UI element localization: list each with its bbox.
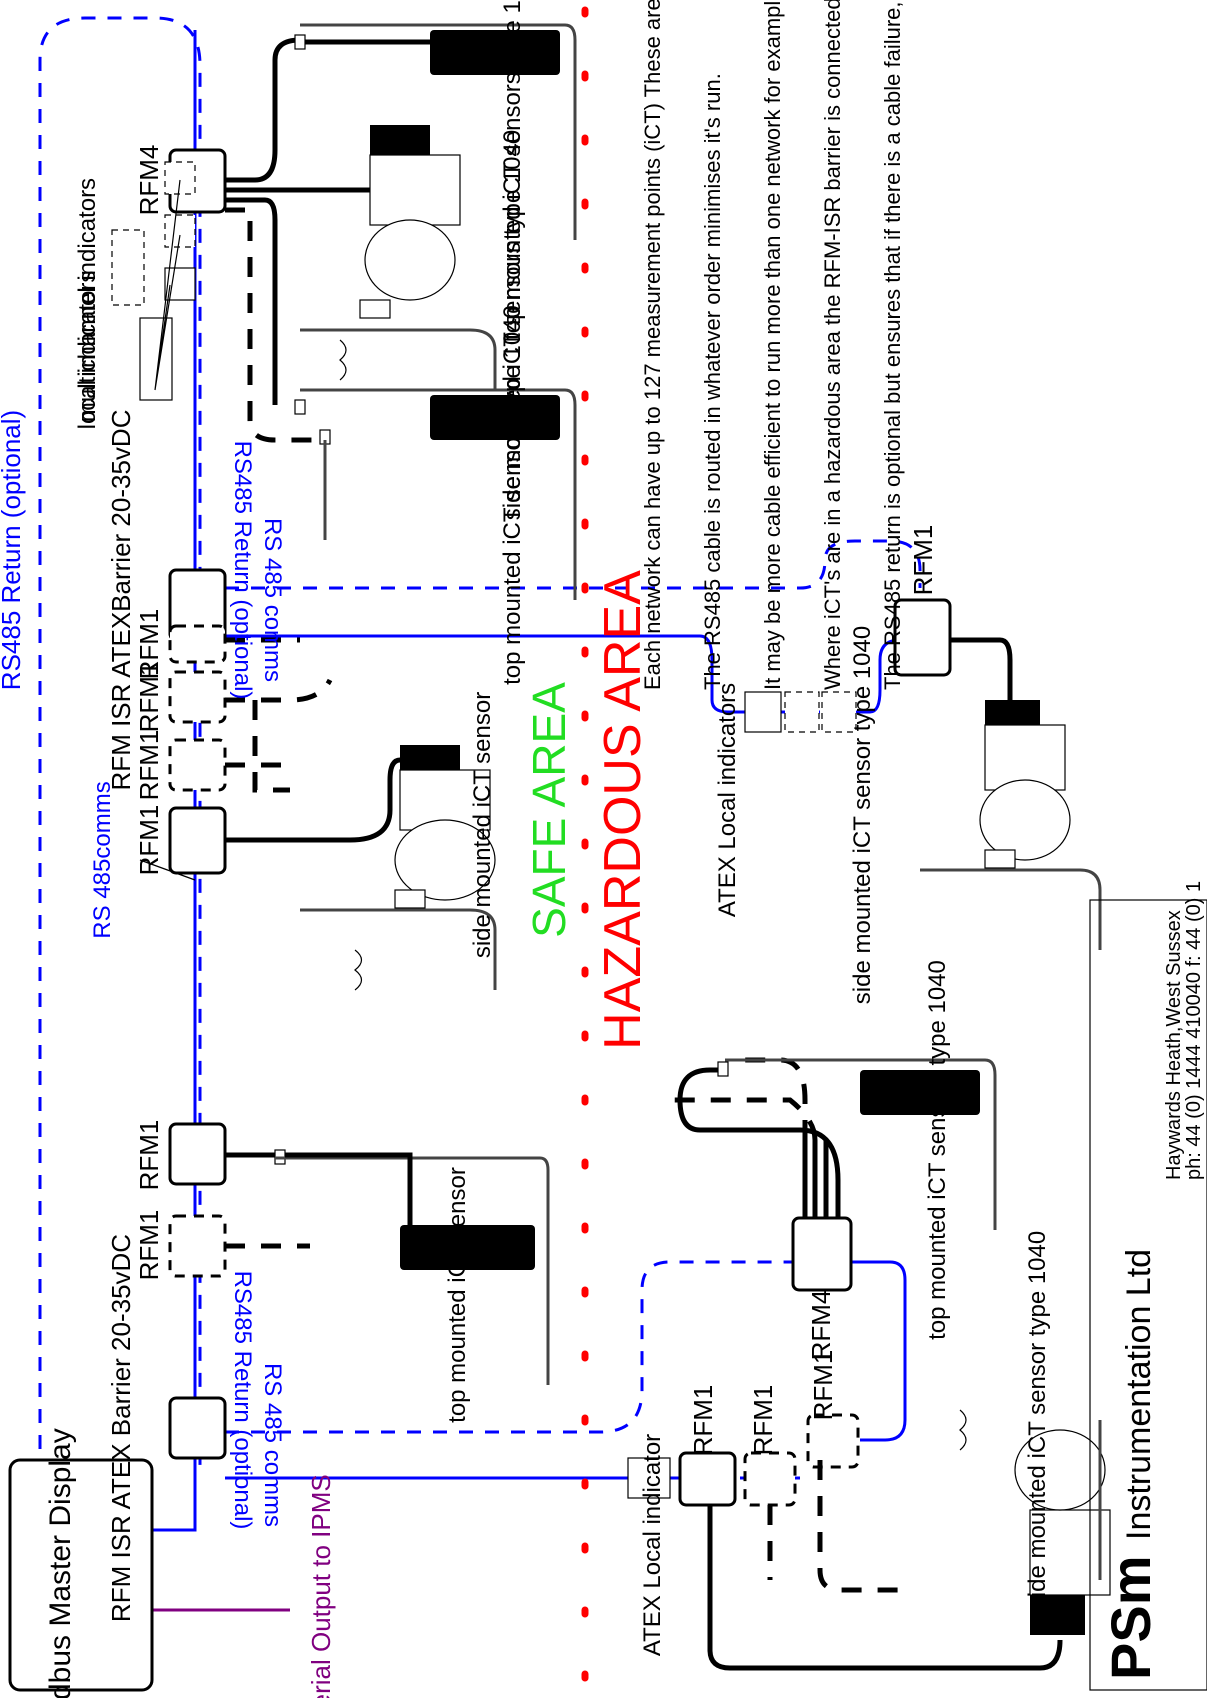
rfm1-label: RFM1 — [748, 1385, 778, 1456]
local-indicator-dashed[interactable] — [164, 214, 196, 248]
atex-local-indicators-label: ATEX Local indicators — [714, 683, 741, 917]
top-mounted-sensor — [717, 1058, 997, 1230]
atex-local-indicator-dashed[interactable] — [821, 691, 857, 733]
side-sensor-1040-label: side mounted iCT sensor type 1040 — [849, 626, 876, 1004]
svg-text:Modbus Master Display: Modbus Master Display — [44, 1428, 77, 1698]
rfm1-module-dashed[interactable] — [168, 624, 227, 664]
rfm1-hazard-module[interactable] — [678, 1451, 737, 1507]
atex-local-indicator-dashed[interactable] — [784, 691, 820, 733]
local-indicator-dashed[interactable] — [164, 161, 196, 195]
rfm4-label: RFM4 — [806, 1290, 836, 1361]
multichannel-indicators-label: multichannel indicators — [74, 178, 101, 422]
rfm1-upper-link — [855, 638, 920, 714]
rfm1-label: RFM1 — [134, 1210, 164, 1281]
atex-local-indicator[interactable] — [744, 691, 782, 733]
top-mounted-sensor-dashed — [319, 429, 331, 540]
sensor-cable-dashed — [225, 637, 333, 768]
rfm1-label: RFM1 — [808, 1350, 838, 1421]
side-mounted-sensor — [300, 745, 497, 991]
company-phone: ph: 44 (0) 1444 410040 f: 44 (0) 1 — [1183, 881, 1205, 1180]
sensor-cable — [677, 1067, 841, 1218]
sensor-cable — [950, 637, 1013, 700]
multichannel-indicator-dashed[interactable] — [111, 229, 145, 306]
rs485-main-bus — [152, 30, 197, 1532]
side-mounted-sensor — [959, 1409, 1111, 1635]
sensor-cable — [802, 1140, 829, 1218]
rfm1-hazard-module-dashed[interactable] — [806, 1413, 860, 1469]
multichannel-indicator[interactable] — [139, 317, 173, 401]
rfm1-label: RFM1 — [908, 525, 938, 596]
top-mounted-sensor — [294, 23, 577, 240]
rfm1-label: RFM1 — [134, 662, 164, 733]
note-1: Each network can have up to 127 measurem… — [640, 0, 665, 690]
rfm-isr-1-label: RFM ISR ATEX Barrier 20-35vDC — [106, 1234, 136, 1622]
rs485-return-lower — [225, 1260, 800, 1434]
rfm1-module[interactable] — [168, 1122, 227, 1186]
sensor-cable-dashed — [767, 1460, 900, 1593]
rfm1-label: RFM1 — [688, 1385, 718, 1456]
rfm-isr-barrier-1[interactable] — [168, 1396, 227, 1460]
rs485-comms-lower-label: RS 485 comms — [259, 1363, 286, 1527]
side-mounted-sensor — [920, 700, 1102, 950]
rfm1-module-dashed[interactable] — [168, 1214, 227, 1278]
top-mounted-sensor — [294, 388, 577, 600]
rs485-comms-upper-label: RS 485 comms — [259, 518, 286, 682]
note-2: The RS485 cable is routed in whatever or… — [700, 73, 725, 690]
top-mounted-1040-label: top mounted iCT sensors type 1040 — [499, 0, 526, 340]
side-mounted-1040-label: side mounted iCT sensors type 1040 — [499, 130, 526, 520]
rfm4-label: RFM4 — [134, 145, 164, 216]
sensor-cable — [707, 1505, 1063, 1671]
rfm4-hazard-module[interactable] — [791, 1216, 853, 1292]
note-3: It may be more cable efficient to run mo… — [760, 0, 785, 690]
rfm1-label: RFM1 — [134, 609, 164, 680]
rs485-return-loop — [38, 16, 202, 1475]
rs485-return-upper-label: RS485 Return (optional) — [229, 441, 256, 700]
sensor-cable-dashed — [225, 207, 320, 443]
top-mounted-label: top mounted iCT sensor — [444, 1167, 471, 1423]
atex-local-indicator-label: ATEX Local indicator — [639, 1434, 666, 1656]
sensor-cable-dashed — [670, 1057, 818, 1141]
rfm1-label: RFM1 — [134, 805, 164, 876]
logo-frame — [1089, 899, 1207, 1691]
serial-output-label: Serial Output to IPMS — [306, 1474, 336, 1698]
rfm4-lower-return — [848, 1260, 907, 1442]
rfm1-module[interactable] — [168, 806, 227, 875]
rs485comms-leader — [139, 859, 196, 881]
rs485-comms-upper — [225, 634, 745, 714]
company-logo: PSm — [1099, 1556, 1162, 1681]
rfm1-module-dashed[interactable] — [168, 670, 227, 724]
rfm1-label: RFM1 — [134, 730, 164, 801]
rfm1-module-dashed[interactable] — [168, 738, 227, 792]
local-indicators-leader — [154, 179, 181, 391]
atex-local-indicator[interactable] — [627, 1457, 671, 1499]
hazardous-area-label: HAZARDOUS AREA — [594, 570, 652, 1050]
side-sensor-1040-label: side mounted iCT sensor type 1040 — [1024, 1231, 1051, 1609]
rfm1-hazard-module-dashed[interactable] — [743, 1451, 797, 1507]
top-mounted-1040-label: top mounted iCT sensors type 1040 — [924, 960, 951, 1340]
rs485-return-lower-label: RS485 Return (optional) — [229, 1271, 256, 1530]
sensor-cable-dashed — [252, 700, 290, 793]
sensor-cable — [225, 197, 278, 405]
sensor-cable — [225, 37, 301, 183]
side-mounted-label: side mounted iCT sensor — [469, 692, 496, 958]
rs485-return-label: RS485 Return (optional) — [0, 410, 26, 690]
company-address: Haywards Heath,West Sussex — [1163, 910, 1185, 1180]
note-5: The RS485 return is optional but ensures… — [880, 0, 905, 690]
rs485-return-upper — [225, 539, 922, 590]
rfm1-label: RFM1 — [134, 1120, 164, 1191]
note-4: Where iCT's are in a hazardous area the … — [820, 0, 845, 690]
top-mounted-1040-label: top mounted iCT sensors type 1040 — [499, 305, 526, 685]
safe-area-label: SAFE AREA — [523, 682, 575, 938]
rs485-comms-label: RS 485comms — [89, 781, 116, 938]
rfm-isr-2-label: RFM ISR ATEXBarrier 20-35vDC — [106, 410, 136, 791]
sensor-cable — [225, 757, 401, 843]
company-name: Instrumentation Ltd — [1120, 1249, 1158, 1540]
top-mounted-sensor — [274, 1149, 550, 1385]
side-mounted-sensor — [300, 125, 497, 390]
modbus-master-display[interactable] — [8, 1458, 154, 1692]
local-indicators-label: local indicators — [74, 271, 101, 430]
master-label: Modbus Master Display — [44, 1428, 77, 1698]
